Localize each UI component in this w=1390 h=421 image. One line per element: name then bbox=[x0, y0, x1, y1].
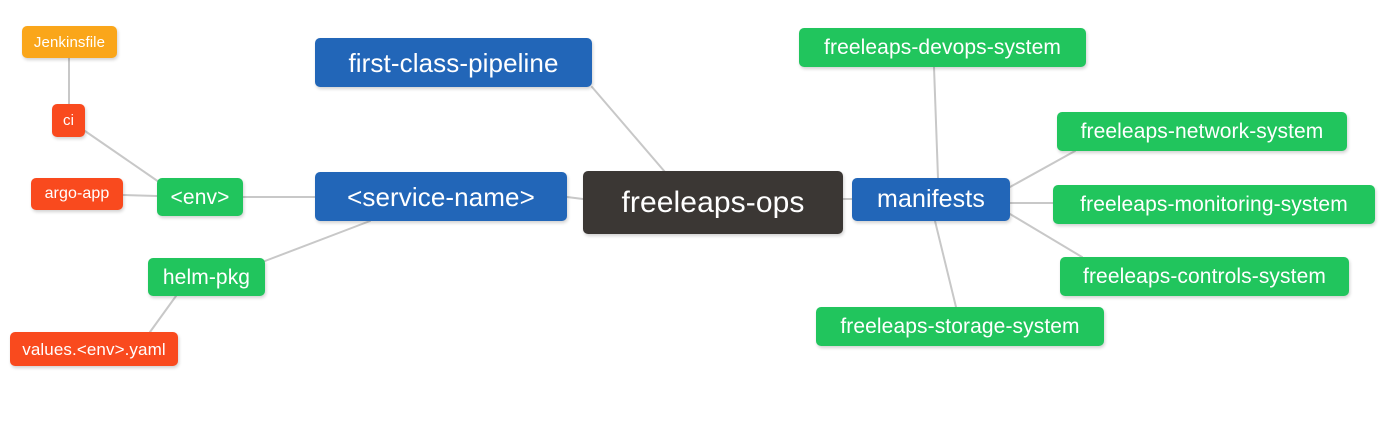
node-label: manifests bbox=[877, 185, 985, 213]
edge-helm-pkg-to-service-name bbox=[264, 220, 371, 262]
node-label: argo-app bbox=[44, 185, 110, 202]
mindmap-node-freeleaps-ops[interactable]: freeleaps-ops bbox=[583, 171, 843, 234]
edge-manifests-to-freeleaps-storage-system bbox=[934, 220, 957, 308]
mindmap-node-env[interactable]: <env> bbox=[157, 178, 243, 216]
edge-values-env-yaml-to-helm-pkg bbox=[149, 295, 177, 333]
node-label: freeleaps-devops-system bbox=[824, 36, 1061, 59]
edge-manifests-to-freeleaps-network-system bbox=[1009, 150, 1076, 188]
mindmap-node-freeleaps-monitoring-system[interactable]: freeleaps-monitoring-system bbox=[1053, 185, 1375, 224]
mindmap-node-values-env-yaml[interactable]: values.<env>.yaml bbox=[10, 332, 178, 366]
mindmap-node-first-class-pipeline[interactable]: first-class-pipeline bbox=[315, 38, 592, 87]
edge-argo-app-to-env bbox=[122, 194, 158, 197]
node-label: freeleaps-monitoring-system bbox=[1080, 193, 1348, 216]
mindmap-node-helm-pkg[interactable]: helm-pkg bbox=[148, 258, 265, 296]
node-label: ci bbox=[62, 112, 75, 129]
edge-ci-to-env bbox=[84, 130, 160, 183]
edge-service-name-to-freeleaps-ops bbox=[566, 196, 584, 200]
mindmap-node-argo-app[interactable]: argo-app bbox=[31, 178, 123, 210]
node-label: values.<env>.yaml bbox=[22, 339, 166, 359]
mindmap-node-freeleaps-storage-system[interactable]: freeleaps-storage-system bbox=[816, 307, 1104, 346]
mindmap-node-jenkinsfile[interactable]: Jenkinsfile bbox=[22, 26, 117, 58]
node-label: first-class-pipeline bbox=[348, 47, 559, 78]
mindmap-node-service-name[interactable]: <service-name> bbox=[315, 172, 567, 221]
mindmap-node-freeleaps-controls-system[interactable]: freeleaps-controls-system bbox=[1060, 257, 1349, 296]
node-label: helm-pkg bbox=[162, 265, 251, 289]
mindmap-node-freeleaps-network-system[interactable]: freeleaps-network-system bbox=[1057, 112, 1347, 151]
mindmap-node-manifests[interactable]: manifests bbox=[852, 178, 1010, 221]
node-label: <env> bbox=[170, 185, 230, 209]
node-label: freeleaps-storage-system bbox=[840, 315, 1080, 338]
node-label: Jenkinsfile bbox=[33, 33, 106, 51]
mindmap-node-freeleaps-devops-system[interactable]: freeleaps-devops-system bbox=[799, 28, 1086, 67]
node-label: <service-name> bbox=[347, 181, 535, 212]
node-label: freeleaps-network-system bbox=[1080, 120, 1324, 143]
node-label: freeleaps-ops bbox=[621, 185, 805, 219]
mindmap-node-ci[interactable]: ci bbox=[52, 104, 85, 137]
edge-manifests-to-freeleaps-devops-system bbox=[933, 66, 939, 179]
edge-first-class-pipeline-to-freeleaps-ops bbox=[591, 86, 666, 173]
node-label: freeleaps-controls-system bbox=[1083, 265, 1326, 288]
